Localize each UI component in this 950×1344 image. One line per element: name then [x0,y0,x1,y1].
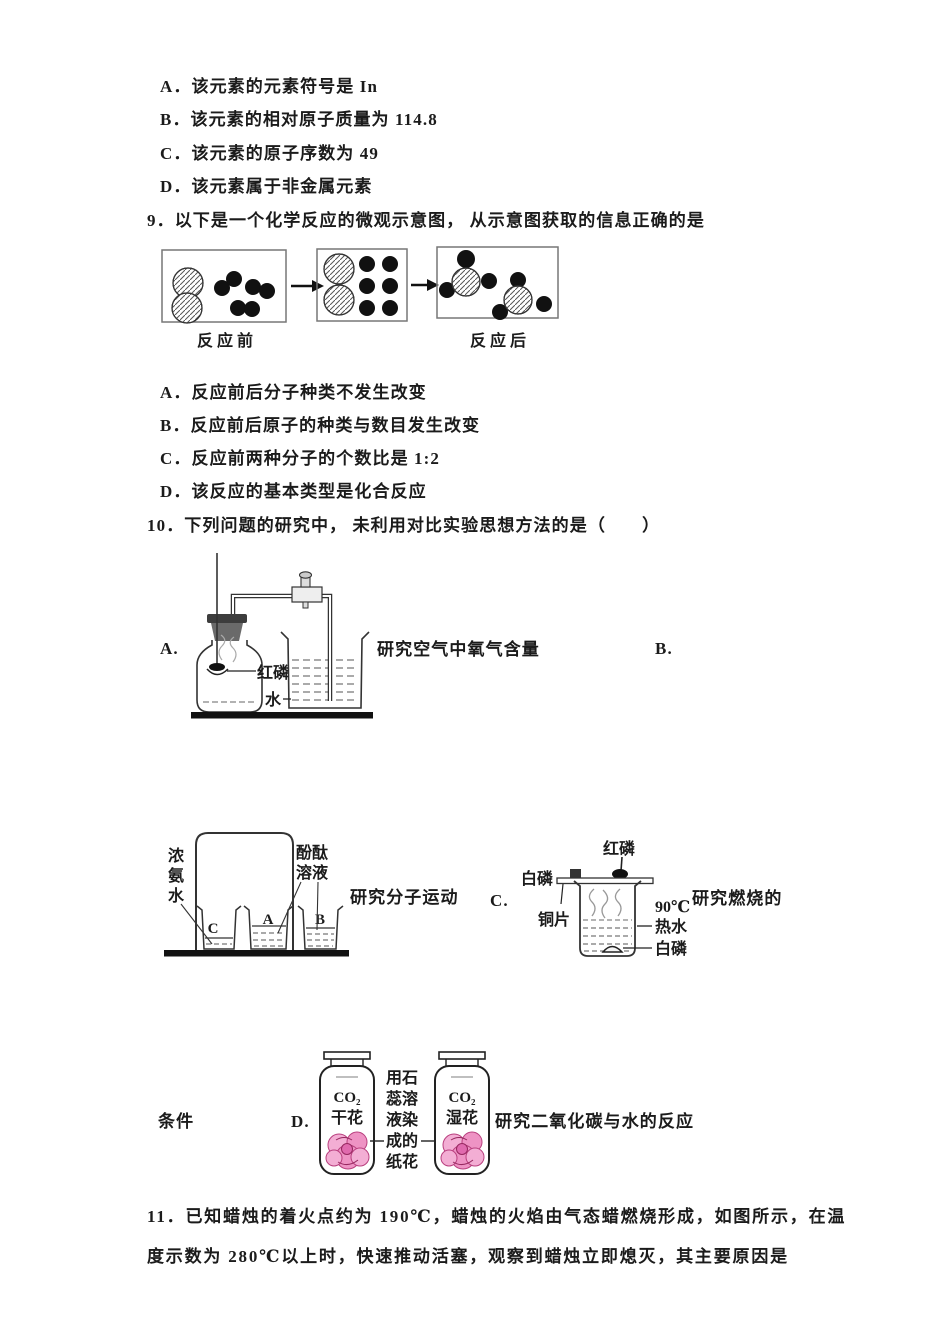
exp-c-combustion-apparatus: 红磷 白磷 铜片 90℃ 热水 白磷 [521,839,690,958]
label-red-phosphorus: 红磷 [603,839,636,858]
q9-option-b: B．反应前后原子的种类与数目发生改变 [160,416,481,435]
exp-c-letter: C. [490,891,509,910]
label-red-phosphorus: 红磷 [257,663,290,682]
q11-line1: 11．已知蜡烛的着火点约为 190℃，蜡烛的火焰由气态蜡燃烧形成，如图所示，在温 [147,1207,847,1226]
q9-option-a: A．反应前后分子种类不发生改变 [160,383,427,402]
q8-option-a: A．该元素的元素符号是 In [160,77,378,96]
gas-bottle [196,640,263,713]
svg-text:液染: 液染 [386,1110,419,1129]
svg-text:CO₂: CO₂ [449,1090,477,1106]
q8-option-b: B．该元素的相对原子质量为 114.8 [160,110,438,129]
svg-text:CO₂: CO₂ [334,1090,362,1106]
label-ammonia-char1: 浓 [168,847,185,865]
exp-a-oxygen-apparatus: 红磷 水 [191,553,373,719]
red-phosphorus-lump [612,869,628,879]
q9-option-d: D．该反应的基本类型是化合反应 [160,482,427,501]
bottle-wet-flower: CO₂ 湿花 [434,1051,490,1175]
arrow-2 [427,279,439,291]
bell-jar [195,832,294,950]
label-phenolphthalein-1: 酚酞 [296,843,328,862]
svg-text:C: C [208,921,219,937]
bottle-dry-flower: CO₂ 干花 [319,1051,375,1175]
exp-b-caption: 研究分子运动 [350,888,459,907]
after-label: 反应后 [470,331,530,350]
q9-stem: 9．以下是一个化学反应的微观示意图， 从示意图获取的信息正确的是 [147,211,705,230]
q9-option-c: C．反应前两种分子的个数比是 1:2 [160,449,440,468]
delivery-tube [230,593,333,701]
table-surface [191,712,373,719]
svg-text:纸花: 纸花 [386,1152,418,1171]
label-phenolphthalein-2: 溶液 [296,863,329,882]
exp-b-molecular-motion-apparatus: 浓 氨 水 C A [164,832,349,957]
litmus-note: 用石 蕊溶 液染 成的 纸花 [370,1069,434,1171]
exp-b-letter: B. [655,639,673,658]
exp-c-caption: 研究燃烧的 [692,889,783,908]
q11-line2: 度示数为 280℃以上时，快速推动活塞，观察到蜡烛立即熄灭，其主要原因是 [147,1247,789,1266]
arrow-1 [312,280,324,292]
label-temperature: 90℃ [655,899,690,916]
rubber-stopper [207,614,247,641]
svg-text:用石: 用石 [386,1069,418,1087]
label-ammonia-char3: 水 [168,886,185,905]
beaker-with-water [280,631,370,709]
beaker-a: A [243,905,294,950]
label-ammonia-char2: 氨 [168,866,184,885]
exp-d-caption: 研究二氧化碳与水的反应 [495,1112,695,1131]
svg-text:湿花: 湿花 [445,1108,478,1127]
white-phosphorus-top-lump [570,869,581,878]
reaction-box-before [161,249,287,324]
exp-d-co2-water-apparatus: CO₂ 干花 用石 蕊溶 液染 成的 纸花 [319,1051,490,1175]
beaker-c: C [196,905,242,950]
svg-text:成的: 成的 [386,1131,418,1150]
paper-rose [325,1131,370,1170]
label-copper-sheet: 铜片 [538,910,570,929]
hot-water-beaker [573,880,642,957]
reaction-box-middle [316,248,408,322]
exp-c-caption-cont: 条件 [158,1112,195,1131]
label-hot-water: 热水 [655,917,688,936]
white-phosphorus-bottom-lump [601,945,624,953]
before-label: 反应前 [197,331,257,350]
label-water: 水 [265,690,282,709]
beaker-b: B [297,905,344,950]
table-surface [164,950,349,957]
svg-text:B: B [315,912,325,928]
svg-text:A: A [263,912,274,928]
svg-text:蕊溶: 蕊溶 [386,1089,418,1108]
q9-reaction-diagram: 反应前 反应后 [161,246,559,350]
reaction-box-after [436,246,559,320]
q8-option-d: D．该元素属于非金属元素 [160,177,373,196]
exp-a-caption: 研究空气中氧气含量 [377,640,540,659]
stopcock-valve [291,571,323,609]
label-white-phosphorus-top: 白磷 [521,869,554,888]
q10-stem: 10．下列问题的研究中， 未利用对比实验思想方法的是（ ） [147,516,661,535]
exp-a-letter: A. [160,639,179,658]
combustion-spoon [206,553,237,676]
q8-option-c: C．该元素的原子序数为 49 [160,144,379,163]
copper-sheet [556,877,654,885]
exp-d-letter: D. [291,1112,310,1131]
svg-text:干花: 干花 [331,1108,363,1127]
label-white-phosphorus-bottom: 白磷 [655,939,688,958]
paper-rose [440,1131,485,1170]
